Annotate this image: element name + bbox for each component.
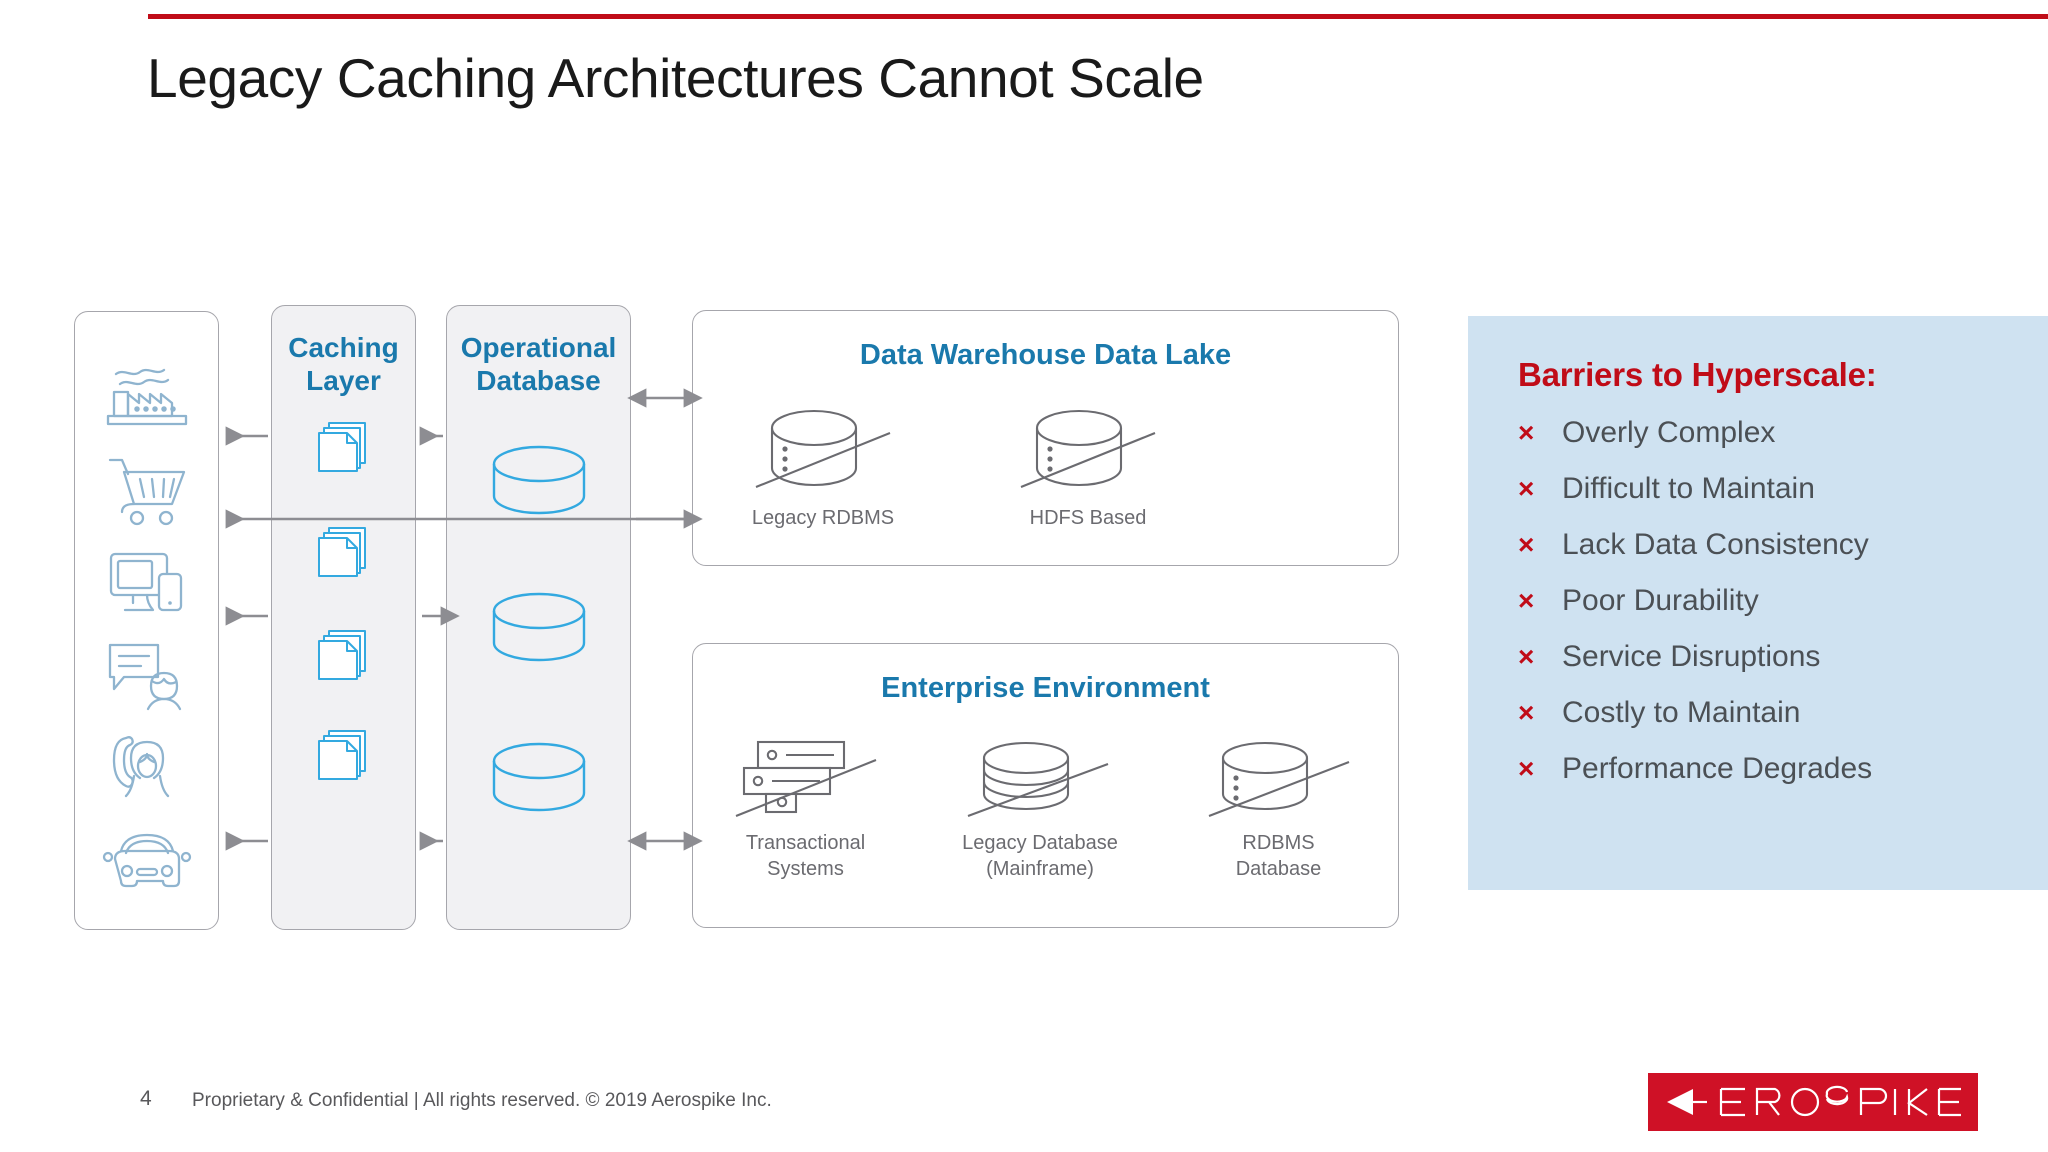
- server-stack-slope-icon: [735, 740, 876, 817]
- client-channels-box: [74, 311, 219, 930]
- legacy-database-label-line2: (Mainframe): [986, 857, 1094, 880]
- document-stack-icon: [315, 629, 373, 690]
- car-icon: [101, 825, 193, 896]
- factory-icon: [104, 354, 190, 433]
- barrier-item: × Costly to Maintain: [1518, 696, 2048, 730]
- barrier-label: Costly to Maintain: [1562, 696, 1801, 729]
- operational-database-title-line1: Operational: [460, 332, 617, 363]
- document-stack-icon: [315, 421, 373, 482]
- rdbms-database-label: RDBMS Database: [1171, 831, 1386, 882]
- barrier-item: × Lack Data Consistency: [1518, 528, 2048, 562]
- legacy-rdbms-label: Legacy RDBMS: [751, 507, 895, 529]
- phone-support-icon: [104, 732, 190, 807]
- page-title: Legacy Caching Architectures Cannot Scal…: [147, 47, 1204, 109]
- barriers-heading: Barriers to Hyperscale:: [1518, 356, 1877, 393]
- dotted-cylinder-slope-icon: [1208, 741, 1349, 817]
- caching-layer-title-line2: Layer: [306, 364, 381, 396]
- enterprise-environment-box: Enterprise Environment Transactional Sys…: [692, 643, 1399, 928]
- transactional-systems-node: Transactional Systems: [703, 736, 908, 882]
- operational-database-title-line2: Database: [476, 364, 601, 396]
- cross-icon: ×: [1518, 753, 1535, 784]
- operational-database-title: Operational Database: [447, 332, 630, 398]
- document-stack-icon: [315, 729, 373, 790]
- document-stack-icon: [315, 526, 373, 587]
- caching-layer-title-line1: Caching: [288, 332, 399, 363]
- barrier-label: Overly Complex: [1562, 416, 1776, 449]
- aerospike-logo: [1648, 1073, 1978, 1131]
- footer-note: Proprietary & Confidential | All rights …: [192, 1090, 772, 1111]
- barrier-label: Difficult to Maintain: [1562, 472, 1815, 505]
- legacy-database-label-line1: Legacy Database: [962, 832, 1118, 854]
- data-warehouse-box: Data Warehouse Data Lake Legacy RDBMS: [692, 310, 1399, 566]
- barriers-panel: Barriers to Hyperscale: × Overly Complex…: [1468, 316, 2048, 890]
- legacy-database-label: Legacy Database (Mainframe): [915, 831, 1165, 882]
- dotted-cylinder-slope-icon: [755, 409, 891, 488]
- database-cylinder-icon: [487, 591, 591, 672]
- page-number: 4: [140, 1087, 152, 1110]
- transactional-systems-label-line2: Systems: [767, 857, 844, 880]
- barrier-item: × Performance Degrades: [1518, 752, 2048, 786]
- barrier-label: Lack Data Consistency: [1562, 528, 1869, 561]
- enterprise-environment-title: Enterprise Environment: [881, 672, 1210, 704]
- caching-layer-title: Caching Layer: [272, 332, 415, 398]
- barrier-item: × Service Disruptions: [1518, 640, 2048, 674]
- transactional-systems-label-line1: Transactional: [745, 832, 866, 854]
- rdbms-database-label-line1: RDBMS: [1242, 832, 1315, 854]
- barriers-list: × Overly Complex × Difficult to Maintain…: [1518, 416, 2048, 786]
- barrier-label: Performance Degrades: [1562, 752, 1873, 785]
- cross-icon: ×: [1518, 585, 1535, 616]
- rdbms-database-node: RDBMS Database: [1171, 736, 1386, 882]
- database-cylinder-icon: [487, 444, 591, 525]
- barrier-label: Service Disruptions: [1562, 640, 1821, 673]
- cross-icon: ×: [1518, 697, 1535, 728]
- caching-layer-box: Caching Layer: [271, 305, 416, 930]
- rdbms-database-label-line2: Database: [1235, 857, 1322, 880]
- transactional-systems-label: Transactional Systems: [703, 831, 908, 882]
- cross-icon: ×: [1518, 417, 1535, 448]
- data-warehouse-title: Data Warehouse Data Lake: [859, 339, 1232, 371]
- hdfs-based-label: HDFS Based: [1029, 507, 1147, 529]
- barrier-item: × Difficult to Maintain: [1518, 472, 2048, 506]
- cross-icon: ×: [1518, 473, 1535, 504]
- legacy-rdbms-node: Legacy RDBMS: [713, 401, 933, 532]
- hdfs-based-node: HDFS Based: [978, 401, 1198, 532]
- cross-icon: ×: [1518, 641, 1535, 672]
- barrier-item: × Poor Durability: [1518, 584, 2048, 618]
- chat-support-icon: [104, 639, 190, 718]
- dotted-cylinder-slope-icon: [1020, 409, 1156, 488]
- desktop-mobile-icon: [105, 548, 189, 623]
- cross-icon: ×: [1518, 529, 1535, 560]
- legacy-database-node: Legacy Database (Mainframe): [915, 736, 1165, 882]
- shopping-cart-icon: [104, 452, 190, 533]
- database-cylinder-icon: [487, 741, 591, 822]
- barrier-item: × Overly Complex: [1518, 416, 2048, 450]
- operational-database-box: Operational Database: [446, 305, 631, 930]
- disc-stack-cylinder-slope-icon: [967, 741, 1109, 817]
- top-accent-rule: [148, 14, 2048, 19]
- barrier-label: Poor Durability: [1562, 584, 1759, 617]
